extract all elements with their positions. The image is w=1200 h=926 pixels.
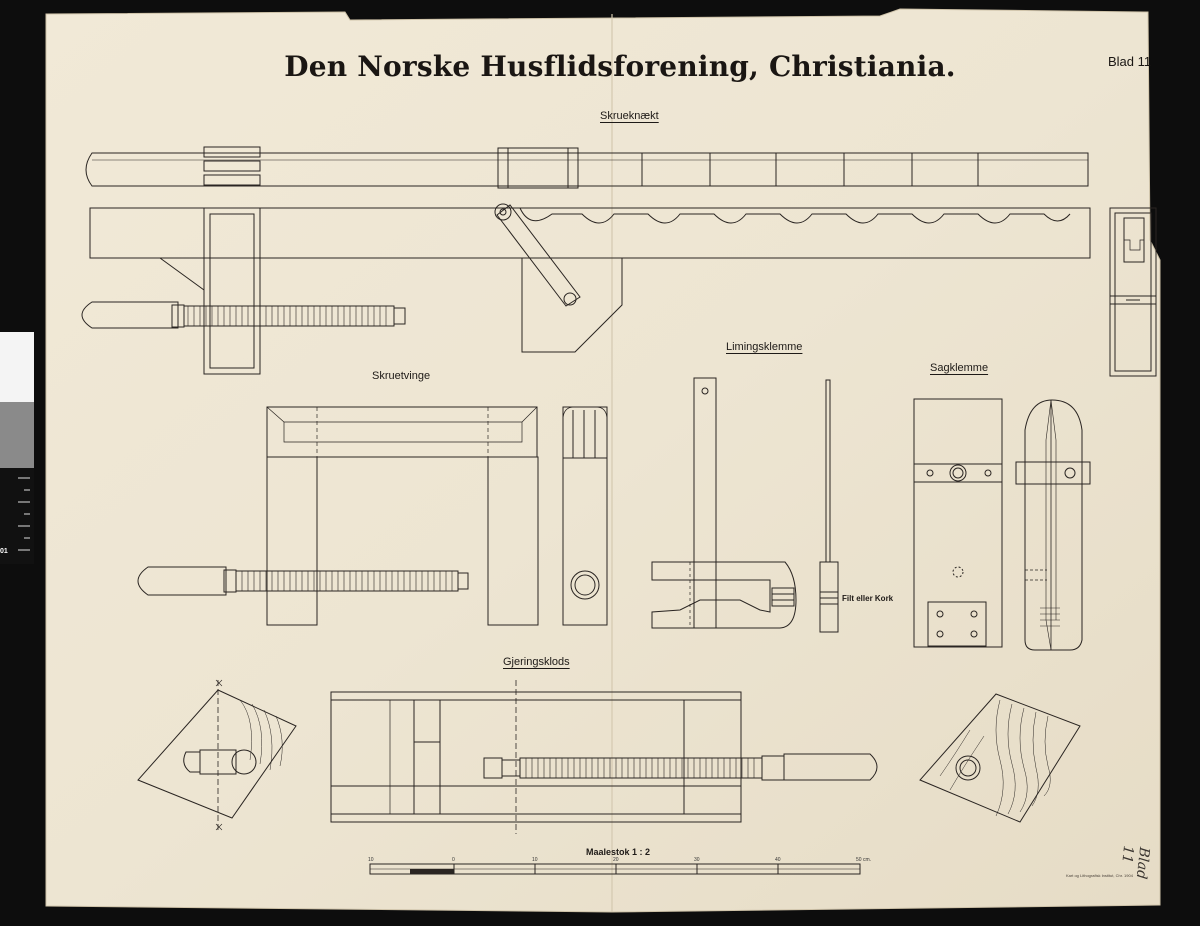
color-ruler: [0, 332, 34, 564]
sagklemme-side-view: [1015, 399, 1091, 651]
label-skruetvinge: Skruetvinge: [372, 370, 431, 382]
scale-tick: 40: [775, 857, 781, 863]
printer-imprint: Kart og Lithografisk Institut, Chr. 1904: [1066, 873, 1133, 878]
scale-title: Maalestok 1 : 2: [586, 847, 651, 857]
handwritten-note: Blad 11: [1118, 844, 1152, 880]
gjeringsklods-front-view: [330, 680, 878, 834]
skruetvinge-front-view: [137, 406, 539, 626]
label-skrueknaekt: Skrueknækt: [600, 110, 659, 122]
skruetvinge-thread: [241, 571, 453, 591]
skrueknaekt-thread: [187, 306, 387, 326]
scale-tick: 0: [452, 857, 455, 863]
skrueknaekt-side-view: [81, 203, 1091, 375]
skrueknaekt-end-view: [1109, 207, 1157, 377]
paper: [45, 8, 1161, 913]
sagklemme-front-view: [913, 398, 1003, 648]
scale-tick: 10: [368, 857, 374, 863]
label-limingsklemme: Limingsklemme: [726, 341, 803, 353]
sheet-number: Blad 11: [1108, 54, 1152, 69]
label-filt-eller-kork: Filt eller Kork: [842, 594, 894, 603]
scale-tick: 10: [532, 857, 538, 863]
scale-tick: 50 cm.: [856, 857, 872, 863]
scale-bar: [369, 863, 861, 875]
skruetvinge-side-view: [562, 406, 608, 626]
skrueknaekt-top-view: [85, 146, 1089, 189]
limingsklemme-front-view: [651, 377, 797, 629]
gjeringsklods-left-view: [137, 679, 297, 831]
label-sagklemme: Sagklemme: [930, 362, 989, 374]
drawing-lines: [81, 146, 1157, 875]
gjeringsklods-thread: [525, 758, 755, 778]
ruler-label: 01: [0, 548, 8, 555]
limingsklemme-side-view: [819, 379, 839, 633]
poster-title: Den Norske Husflidsforening, Christiania…: [284, 50, 956, 83]
scale-tick: 20: [613, 857, 619, 863]
scale-tick: 30: [694, 857, 700, 863]
gjeringsklods-right-view: [919, 693, 1081, 823]
label-gjeringsklods: Gjeringsklods: [503, 656, 570, 668]
